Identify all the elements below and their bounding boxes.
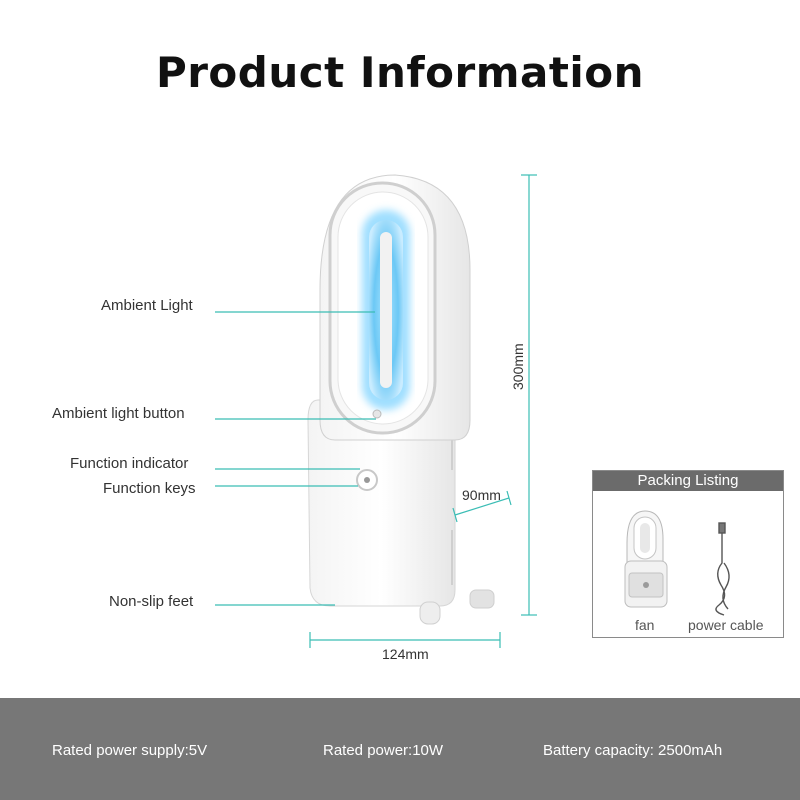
packing-item-power-cable: power cable xyxy=(688,617,764,633)
packing-listing-title: Packing Listing xyxy=(593,471,783,491)
callout-ambient-light: Ambient Light xyxy=(101,297,193,314)
packing-item-fan: fan xyxy=(635,617,655,633)
dimension-width: 124mm xyxy=(382,646,429,662)
spec-battery-capacity: Battery capacity: 2500mAh xyxy=(543,742,723,759)
power-cable-icon xyxy=(715,522,730,616)
callout-function-keys: Function keys xyxy=(103,480,196,497)
dimension-height: 300mm xyxy=(510,343,526,390)
callout-ambient-light-button: Ambient light button xyxy=(52,405,185,422)
packing-items-illustration xyxy=(624,510,730,616)
dimension-depth: 90mm xyxy=(462,487,501,503)
packing-listing: Packing Listing fan power cable xyxy=(592,470,784,638)
fan-loop xyxy=(319,174,471,441)
spec-rated-power-supply: Rated power supply:5V xyxy=(52,742,208,759)
fan-body xyxy=(307,399,495,625)
specs-bar: Rated power supply:5V Rated power:10W Ba… xyxy=(0,698,800,800)
spec-rated-power: Rated power:10W xyxy=(323,742,444,759)
page-title: Product Information xyxy=(155,48,645,97)
callout-non-slip-feet: Non-slip feet xyxy=(109,593,194,610)
callout-lines xyxy=(215,174,537,648)
ambient-light-button-shape xyxy=(372,409,382,419)
callout-function-indicator: Function indicator xyxy=(70,455,189,472)
fan-thumbnail-icon xyxy=(624,510,668,608)
